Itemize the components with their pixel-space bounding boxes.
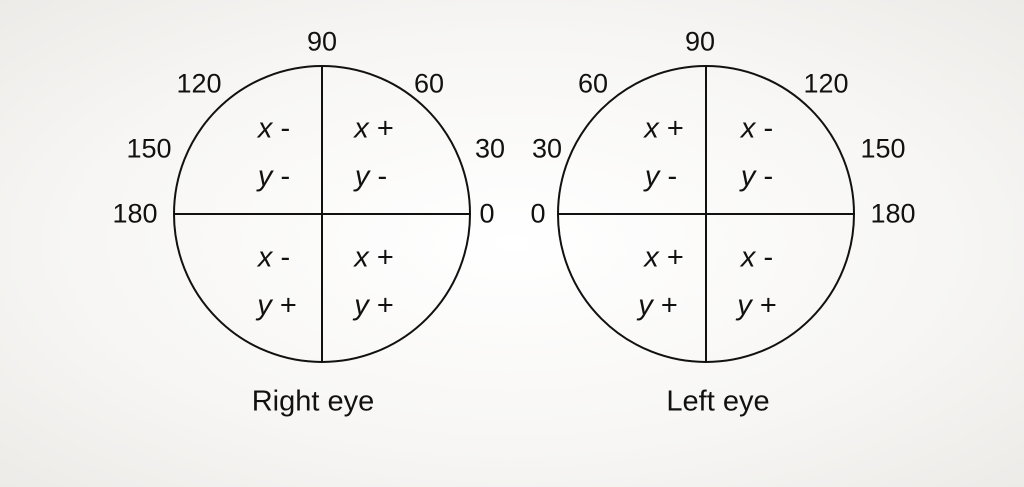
left-angle-180: 180 xyxy=(870,198,916,229)
right-q-lower-right-x: x + xyxy=(354,241,394,274)
right-q-lower-left-y: y + xyxy=(257,289,297,322)
left-q-upper-right-x: x - xyxy=(740,112,774,145)
right-q-upper-right-y: y - xyxy=(354,160,388,193)
left-q-lower-left-y: y + xyxy=(638,289,678,322)
right-q-lower-left-x: x - xyxy=(257,241,291,274)
left-angle-0: 0 xyxy=(530,198,546,229)
right-eye-caption: Right eye xyxy=(251,385,375,418)
right-q-upper-left-y: y - xyxy=(257,160,291,193)
left-angle-120: 120 xyxy=(803,68,849,99)
left-angle-30: 30 xyxy=(531,133,563,164)
right-angle-90: 90 xyxy=(306,26,338,57)
right-angle-120: 120 xyxy=(176,68,222,99)
right-angle-60: 60 xyxy=(413,68,445,99)
right-angle-0: 0 xyxy=(479,198,495,229)
right-angle-30: 30 xyxy=(474,133,506,164)
left-q-upper-left-y: y - xyxy=(644,160,678,193)
right-angle-180: 180 xyxy=(112,198,158,229)
left-angle-60: 60 xyxy=(577,68,609,99)
left-angle-90: 90 xyxy=(684,26,716,57)
left-eye-caption: Left eye xyxy=(666,385,770,418)
right-q-lower-right-y: y + xyxy=(354,289,394,322)
right-angle-150: 150 xyxy=(126,133,172,164)
left-q-lower-right-x: x - xyxy=(740,241,774,274)
left-q-upper-left-x: x + xyxy=(644,112,684,145)
left-q-lower-right-y: y + xyxy=(737,289,777,322)
left-q-lower-left-x: x + xyxy=(644,241,684,274)
right-q-upper-right-x: x + xyxy=(354,112,394,145)
left-q-upper-right-y: y - xyxy=(740,160,774,193)
right-q-upper-left-x: x - xyxy=(257,112,291,145)
left-angle-150: 150 xyxy=(860,133,906,164)
